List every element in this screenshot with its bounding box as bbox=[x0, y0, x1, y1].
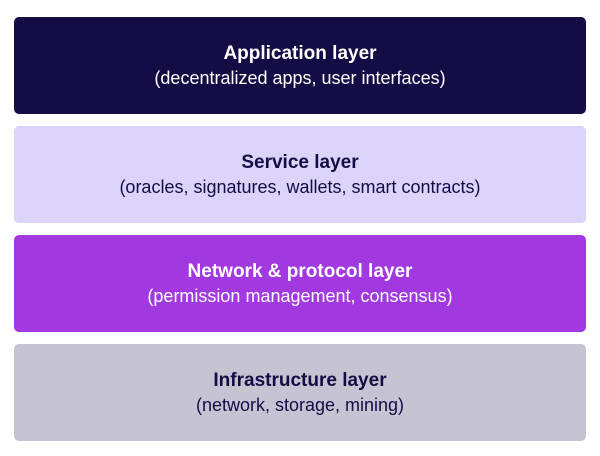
infrastructure-layer-title: Infrastructure layer bbox=[213, 369, 387, 391]
network-protocol-layer-description: (permission management, consensus) bbox=[147, 285, 453, 306]
service-layer-box: Service layer (oracles, signatures, wall… bbox=[14, 126, 586, 223]
application-layer-title: Application layer bbox=[223, 42, 377, 64]
service-layer-title: Service layer bbox=[241, 151, 359, 173]
application-layer-description: (decentralized apps, user interfaces) bbox=[154, 67, 446, 88]
application-layer-box: Application layer (decentralized apps, u… bbox=[14, 17, 586, 114]
layer-stack-diagram: Application layer (decentralized apps, u… bbox=[14, 17, 586, 441]
infrastructure-layer-box: Infrastructure layer (network, storage, … bbox=[14, 344, 586, 441]
network-protocol-layer-title: Network & protocol layer bbox=[187, 260, 413, 282]
infrastructure-layer-description: (network, storage, mining) bbox=[195, 394, 405, 415]
network-protocol-layer-box: Network & protocol layer (permission man… bbox=[14, 235, 586, 332]
service-layer-description: (oracles, signatures, wallets, smart con… bbox=[119, 176, 481, 197]
